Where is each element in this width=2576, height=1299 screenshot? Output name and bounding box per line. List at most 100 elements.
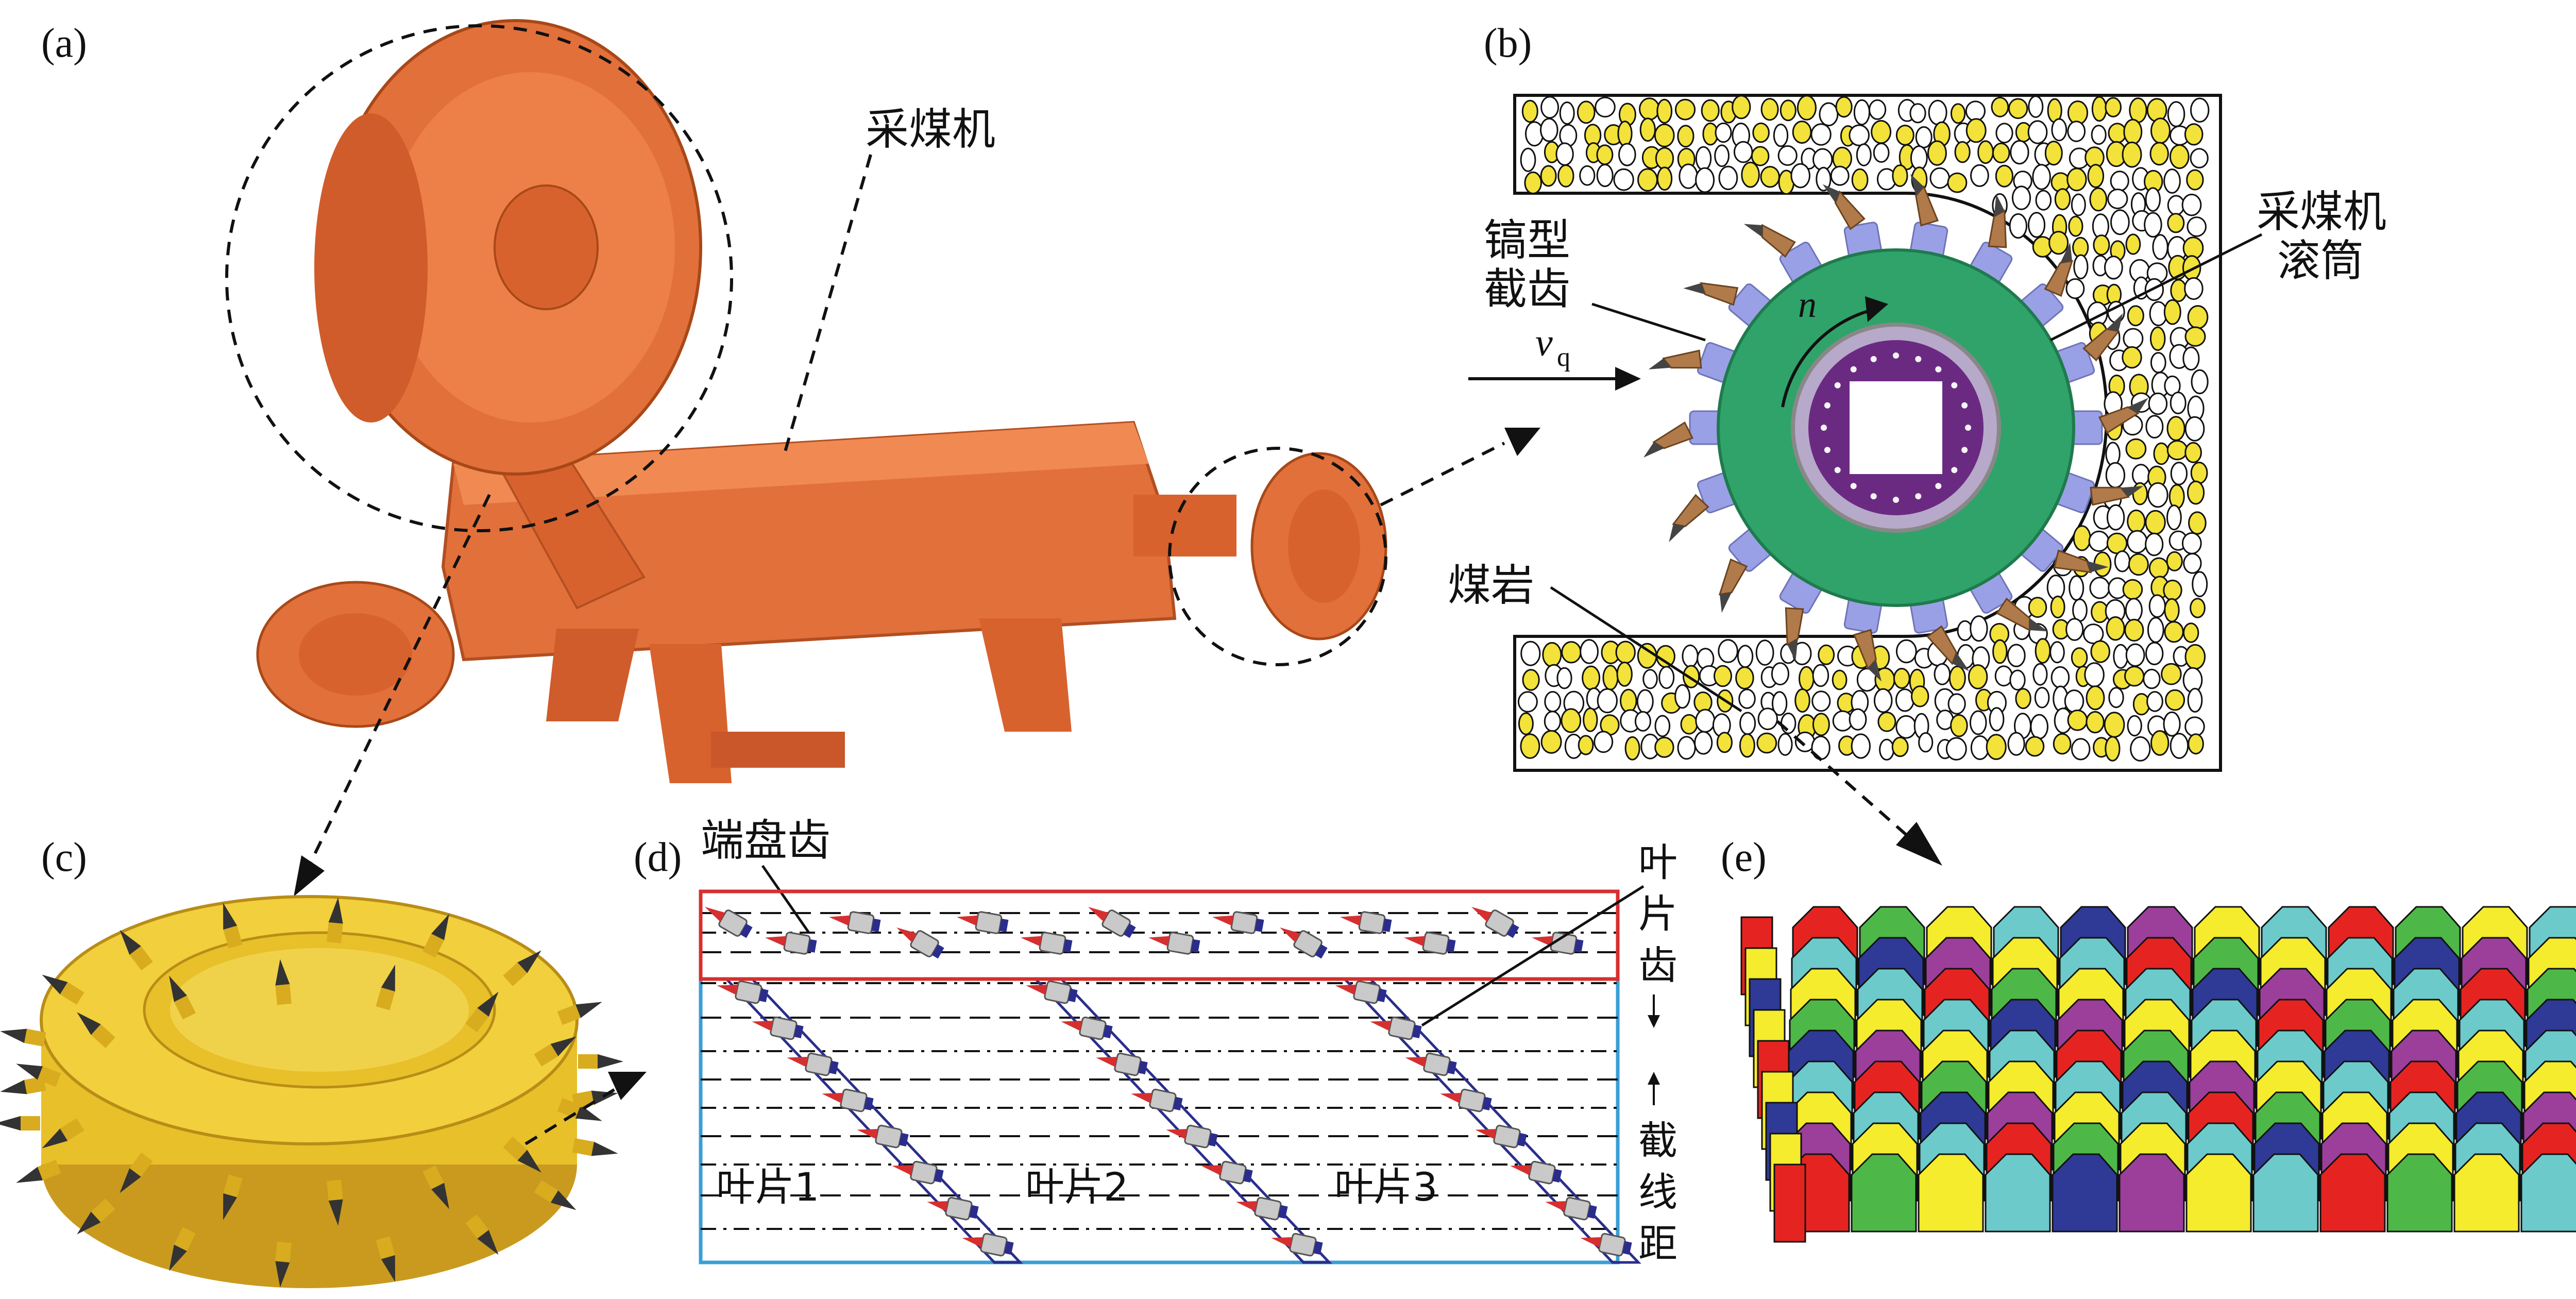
facet-side (1773, 1163, 1806, 1243)
pick-tip (1475, 1129, 1497, 1139)
ore-particle (2054, 188, 2071, 211)
pick-tip (120, 930, 141, 955)
pick-tip (1471, 907, 1492, 922)
pick-glyph (892, 1160, 944, 1185)
ore-particle (1771, 662, 1789, 686)
ore-particle (1948, 665, 1966, 691)
pick-tip (857, 1129, 878, 1139)
pick-glyph (1510, 1160, 1562, 1185)
yellow-drum-pick (169, 1227, 196, 1271)
ore-particle (1873, 142, 1890, 163)
ore-particle (1797, 95, 1817, 121)
ore-particle (1596, 163, 1614, 188)
pick-holder (503, 961, 528, 987)
ore-particle (1559, 102, 1575, 125)
ore-particle (2163, 711, 2181, 737)
pick-glyph (1340, 911, 1392, 934)
pick-holder (1166, 932, 1194, 955)
hub-bolt-hole (1821, 425, 1827, 431)
pick-tip (328, 897, 343, 924)
cutting-drum: n (1643, 174, 2148, 682)
pick-tip (1271, 1237, 1293, 1247)
ore-particle (2048, 231, 2069, 255)
ore-particle (2072, 598, 2088, 622)
ore-particle (2105, 736, 2121, 762)
ore-particle (1654, 736, 1674, 758)
ore-particle (1812, 713, 1830, 736)
pick-body (2082, 328, 2120, 362)
pick-tip (0, 1079, 27, 1094)
pick-glyph (1148, 932, 1200, 955)
ore-particle (1954, 141, 1971, 163)
pick-tip (431, 914, 449, 940)
hub-bolt-holes (1821, 352, 1971, 503)
ore-particle (2009, 669, 2026, 691)
ore-particle (2148, 557, 2169, 579)
ore-particle (2123, 119, 2143, 145)
pick-glyph (1531, 932, 1584, 955)
pick-tip (1787, 638, 1798, 662)
pick-body (1996, 597, 2031, 632)
ore-particle (1756, 732, 1777, 754)
ore-particle (2015, 688, 2031, 710)
pick-tip (0, 1116, 21, 1131)
ore-particle (1755, 639, 1774, 666)
ore-particle (1682, 644, 1699, 668)
pick-holder (129, 945, 153, 971)
facet (2185, 1153, 2252, 1233)
ore-particle (1873, 688, 1893, 713)
ore-particle (1714, 665, 1732, 687)
pick-shank (1315, 944, 1328, 959)
pick-holder (572, 1138, 595, 1156)
yellow-drum-pick (120, 930, 153, 971)
pick-glyph (1475, 1124, 1527, 1149)
yellow-drum-pick (422, 914, 449, 958)
ore-particle (1910, 145, 1928, 171)
yellow-drum-pick (465, 1214, 499, 1255)
pick-tip (752, 1021, 773, 1031)
pick-holder (465, 1214, 489, 1240)
pick-holder (59, 981, 84, 1005)
pick-holder (1044, 980, 1072, 1004)
ore-particle (1969, 710, 1987, 735)
ore-particle (2163, 579, 2182, 601)
hub-bolt-hole (1935, 366, 1942, 373)
ore-particle (1639, 117, 1656, 142)
ore-particle (2069, 575, 2084, 601)
pick-shank (1587, 1205, 1597, 1219)
pick-tip (892, 1165, 913, 1175)
ore-particle (1540, 96, 1560, 119)
pick-holder (422, 1165, 445, 1190)
pick-holder (847, 911, 875, 934)
pick-glyph (705, 907, 753, 938)
hub-bolt-hole (1824, 447, 1831, 453)
ore-particle (2192, 571, 2208, 597)
ore-particle (1634, 711, 1651, 732)
yellow-drum-pick (223, 1174, 243, 1220)
hub-bolt-hole (1915, 356, 1922, 362)
ore-particle (1596, 144, 1614, 165)
yellow-drum-pick (275, 1241, 292, 1288)
pick-glyph (1580, 1233, 1632, 1257)
pick-tip (16, 1064, 43, 1080)
ore-particle (2131, 464, 2150, 486)
pick-tip (1340, 915, 1362, 926)
pick-tip (1061, 1021, 1082, 1031)
pick-holder (1039, 932, 1066, 955)
ore-particle (1732, 95, 1751, 120)
ore-particle (1927, 140, 1947, 166)
ore-particle (1544, 691, 1562, 713)
pick-shank (1517, 1133, 1527, 1147)
ore-particle (1950, 103, 1966, 124)
ore-particle (1540, 165, 1557, 187)
pick-shank (871, 918, 881, 932)
spacing-label-char-2: 线 (1638, 1169, 1677, 1215)
ore-particle (2148, 594, 2166, 618)
pick-holder (422, 933, 445, 958)
yellow-drum-pick (578, 1054, 623, 1069)
ore-particle (1636, 689, 1654, 714)
pick-glyph (752, 1016, 804, 1040)
ore-particle (1771, 691, 1788, 716)
rear-drum-illustration (1250, 452, 1387, 640)
pick-shank (793, 1024, 804, 1039)
